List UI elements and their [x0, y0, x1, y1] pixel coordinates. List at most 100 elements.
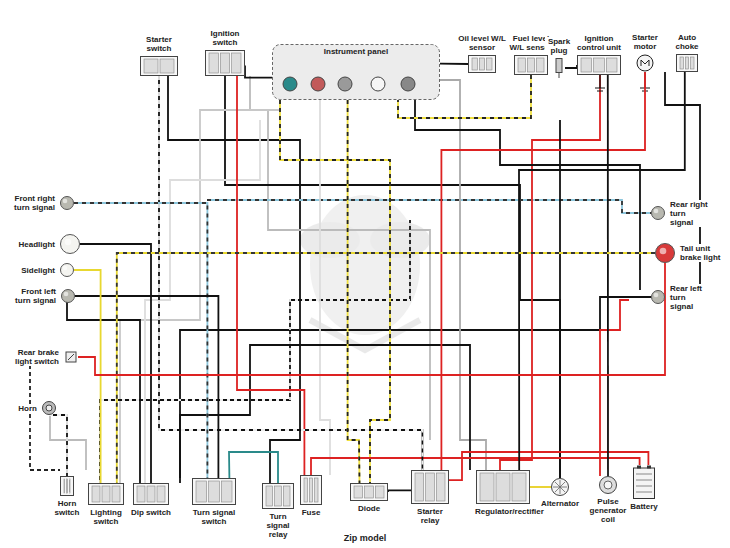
horn-symbol: Horn: [42, 401, 56, 415]
pulse-coil: Pulse generator coil: [599, 476, 617, 494]
oil-sensor: Oil level W/L sensor: [468, 55, 496, 73]
component-label: Starter motor: [627, 33, 663, 51]
side-lamp-symbol: [60, 263, 74, 277]
wire-stripe: [117, 253, 655, 483]
component-label: Front right turn signal: [4, 194, 56, 212]
turn-signal-switch-symbol: [192, 478, 236, 505]
brake-switch-symbol: [64, 350, 78, 364]
wire-stripe: [74, 203, 207, 478]
turn-lamp-symbol: [651, 206, 665, 220]
tail-lamp-symbol: [655, 243, 675, 263]
fuel-sensor-symbol: [514, 55, 548, 75]
wire: [74, 270, 101, 483]
oil-sensor-symbol: [468, 55, 496, 73]
tail-lamp: Tail unit brake light: [655, 243, 675, 263]
turn-lamp: Rear left turn signal: [651, 290, 665, 304]
component-label: Ignition switch: [202, 29, 248, 47]
alternator-symbol-symbol: [551, 478, 569, 496]
wire-stripe: [159, 76, 422, 470]
wire-stripe: [49, 415, 67, 476]
wire: [78, 263, 665, 375]
auto-choke-symbol: [676, 54, 698, 72]
battery-symbol: Battery: [633, 465, 655, 499]
wire: [388, 490, 411, 492]
wire: [607, 75, 609, 476]
wire: [49, 415, 67, 476]
lighting-switch: Lighting switch: [88, 483, 124, 505]
component-label: Alternator: [540, 499, 580, 508]
pulse-coil-symbol: [599, 476, 617, 494]
diode-box: Diode: [350, 483, 388, 501]
wire: [519, 72, 685, 470]
component-label: Horn: [17, 404, 38, 413]
component-label: Oil level W/L sensor: [456, 34, 508, 52]
wire: [441, 72, 645, 470]
brake-switch: Rear brake light switch: [64, 350, 78, 364]
alternator-symbol: Alternator: [551, 478, 569, 496]
turn-lamp: Front left turn signal: [61, 289, 75, 303]
turn-signal-relay-symbol: [262, 483, 294, 509]
turn-signal-relay: Turn signal relay: [262, 483, 294, 509]
auto-choke: Auto choke: [676, 54, 698, 72]
wire: [565, 65, 577, 68]
wire: [80, 244, 151, 483]
ignition-switch: Ignition switch: [205, 50, 245, 76]
wire: [229, 452, 278, 483]
component-label: Diode: [357, 504, 381, 513]
headlight-lamp-symbol: [60, 234, 80, 254]
fuel-sensor: Fuel level W/L sensor: [514, 55, 548, 75]
turn-lamp: Rear right turn signal: [651, 206, 665, 220]
headlight-lamp: Headlight: [60, 234, 80, 254]
wire: [440, 63, 468, 65]
diode-box-symbol: [350, 483, 388, 501]
component-label: Turn signal relay: [256, 512, 300, 539]
starter-motor-symbol: [636, 54, 654, 72]
wire-stripe: [348, 100, 360, 483]
regulator-rectifier: Regulator/rectifier: [476, 470, 530, 504]
ignition-control-unit: Ignition control unit: [577, 55, 621, 75]
starter-motor: Starter motor: [636, 54, 654, 72]
horn-switch: Horn switch: [60, 476, 74, 496]
ignition-switch-symbol: [205, 50, 245, 76]
dip-switch-symbol: [133, 483, 169, 505]
diagram-caption: Zip model: [342, 533, 389, 544]
spark-plug: Spark plug: [553, 58, 565, 78]
component-label: Rear left turn signal: [669, 284, 711, 311]
wire: [530, 486, 551, 488]
component-label: Pulse generator coil: [585, 497, 631, 524]
turn-signal-switch: Turn signal switch: [192, 478, 236, 505]
spark-plug-symbol: [553, 58, 565, 78]
wire-bundle: [30, 72, 700, 483]
turn-lamp-symbol: [651, 290, 665, 304]
component-label: Spark plug: [545, 37, 573, 55]
component-label: Starter switch: [138, 35, 180, 53]
fuse-box: Fuse: [300, 475, 322, 505]
starter-switch-symbol: [140, 56, 178, 76]
instrument-panel: Instrument panel: [272, 44, 440, 100]
component-label: Auto choke: [671, 33, 703, 51]
component-label: Horn switch: [49, 499, 85, 517]
regulator-rectifier-symbol: [476, 470, 530, 504]
battery-symbol-symbol: [633, 465, 655, 499]
wire: [117, 253, 655, 483]
horn-symbol-symbol: [42, 401, 56, 415]
component-label: Lighting switch: [85, 508, 127, 526]
component-label: Fuse: [301, 508, 322, 517]
wire: [74, 203, 207, 478]
lighting-switch-symbol: [88, 483, 124, 505]
wire: [348, 100, 360, 483]
component-label: Instrument panel: [323, 47, 389, 56]
fuse-box-symbol: [300, 475, 322, 505]
component-label: Sidelight: [20, 266, 56, 275]
starter-relay: Starter relay: [411, 470, 449, 504]
turn-lamp: Front right turn signal: [60, 196, 74, 210]
component-label: Dip switch: [130, 508, 172, 517]
wire: [245, 66, 272, 78]
turn-lamp-symbol: [60, 196, 74, 210]
component-label: Rear right turn signal: [669, 200, 711, 227]
starter-relay-symbol: [411, 470, 449, 504]
component-label: Battery: [629, 502, 659, 511]
component-label: Tail unit brake light: [679, 244, 723, 262]
starter-switch: Starter switch: [140, 56, 178, 76]
